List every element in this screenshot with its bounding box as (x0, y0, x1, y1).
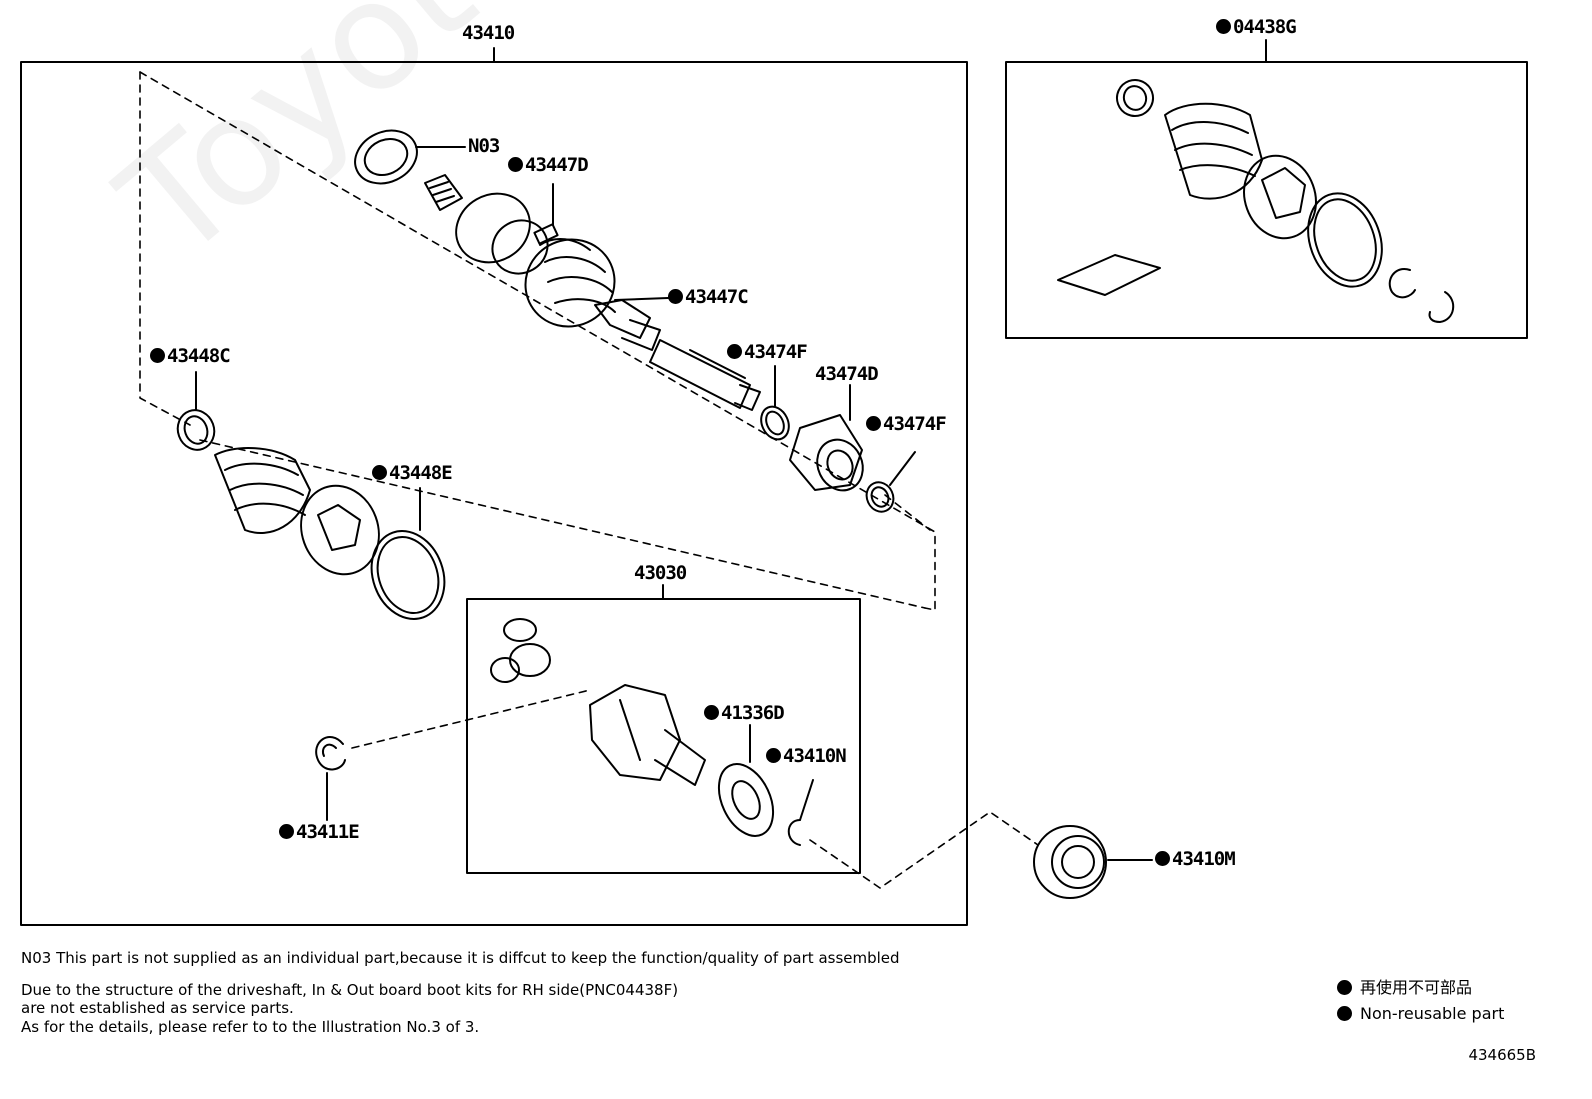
note-service-parts: are not established as service parts. (21, 999, 294, 1017)
label-text: 43411E (296, 821, 360, 843)
label-text: 43448E (389, 462, 453, 484)
legend-en: Non-reusable part (1337, 1006, 1504, 1022)
label-text: 04438G (1233, 16, 1297, 38)
non-reusable-dot-icon (372, 465, 387, 480)
non-reusable-dot-icon (1155, 851, 1170, 866)
label-text: 43410M (1172, 848, 1236, 870)
outboard-joint-43447 (424, 174, 669, 339)
bearing-43410M (1033, 825, 1153, 899)
label-43474F-upper: 43474F (727, 341, 808, 363)
dust-seal-N03 (354, 129, 466, 185)
dashed-line-lower-diagonal (199, 439, 926, 609)
dashed-line-left (139, 71, 191, 426)
non-reusable-dot-icon (1337, 1006, 1352, 1021)
label-43411E: 43411E (279, 821, 360, 843)
inboard-joint-43030 (490, 618, 814, 846)
label-43030: 43030 (634, 562, 687, 584)
label-text: 43474F (883, 413, 947, 435)
label-43448E: 43448E (372, 462, 453, 484)
non-reusable-dot-icon (1216, 19, 1231, 34)
non-reusable-dot-icon (150, 348, 165, 363)
dashed-line-snap-ring (351, 689, 591, 749)
label-N03: N03 (468, 135, 500, 157)
frame-43410 (20, 61, 968, 926)
non-reusable-dot-icon (727, 344, 742, 359)
label-text: 43474F (744, 341, 808, 363)
label-text: 43410N (783, 745, 847, 767)
label-text: 43447D (525, 154, 589, 176)
damper-assembly (760, 365, 916, 513)
legend-jp-text: 再使用不可部品 (1360, 978, 1473, 997)
label-text: 41336D (721, 702, 785, 724)
label-43410M: 43410M (1155, 848, 1236, 870)
dashed-line-bearing (809, 811, 1039, 889)
boot-kit-04438G (1057, 79, 1455, 323)
label-04438G: 04438G (1216, 16, 1297, 38)
legend-en-text: Non-reusable part (1360, 1004, 1505, 1023)
assembly-dashed-lines (139, 71, 1039, 889)
label-43448C: 43448C (150, 345, 231, 367)
label-43474D: 43474D (815, 363, 879, 385)
drive-shaft (621, 319, 761, 411)
dashed-line-diagonal (139, 71, 936, 611)
non-reusable-dot-icon (508, 157, 523, 172)
note-illustration-ref: As for the details, please refer to to t… (21, 1018, 480, 1036)
non-reusable-dot-icon (668, 289, 683, 304)
non-reusable-dot-icon (866, 416, 881, 431)
label-43447C: 43447C (668, 286, 749, 308)
label-text: 43447C (685, 286, 749, 308)
snap-ring-43411E (315, 736, 346, 821)
non-reusable-dot-icon (766, 748, 781, 763)
label-43410N: 43410N (766, 745, 847, 767)
inboard-boot-kit (176, 371, 446, 620)
label-43410: 43410 (462, 22, 515, 44)
label-41336D: 41336D (704, 702, 785, 724)
label-43447D: 43447D (508, 154, 589, 176)
legend-jp: 再使用不可部品 (1337, 980, 1472, 996)
non-reusable-dot-icon (704, 705, 719, 720)
label-43474F-lower: 43474F (866, 413, 947, 435)
illustration-number: 434665B (1468, 1046, 1536, 1064)
non-reusable-dot-icon (279, 824, 294, 839)
note-n03: N03 This part is not supplied as an indi… (21, 949, 900, 967)
label-text: 43448C (167, 345, 231, 367)
non-reusable-dot-icon (1337, 980, 1352, 995)
dashed-line-ring (884, 494, 931, 531)
note-structure: Due to the structure of the driveshaft, … (21, 981, 679, 999)
